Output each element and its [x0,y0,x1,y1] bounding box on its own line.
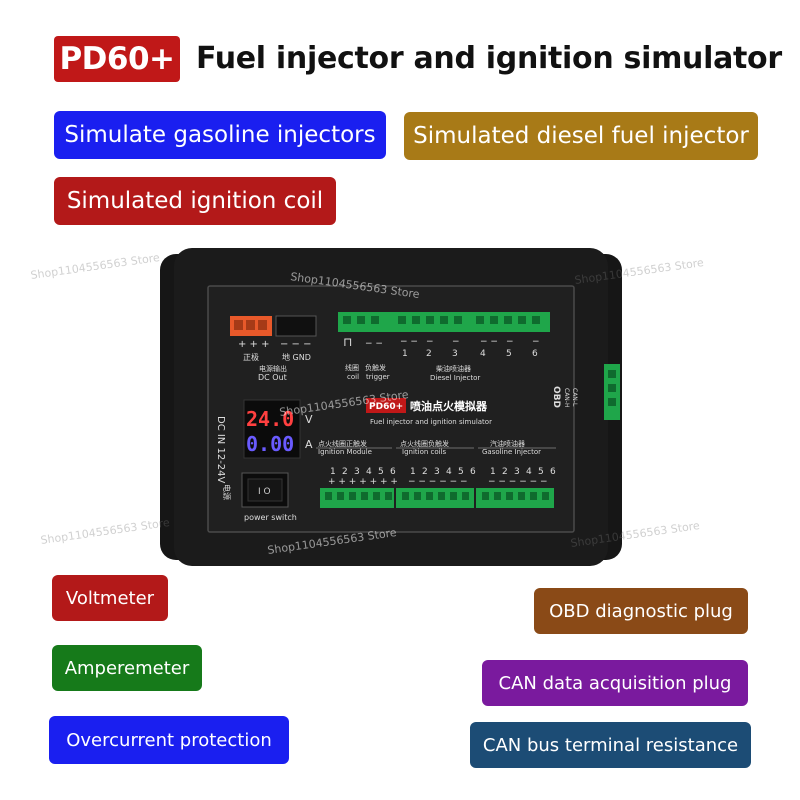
watermark-left-1: Shop1104556563 Store [29,251,161,282]
svg-text:2: 2 [342,467,348,477]
svg-text:−: − [506,337,514,347]
diesel-num-6: 6 [532,349,538,359]
svg-text:6: 6 [550,467,556,477]
diesel-cn-label: 柴油喷油器 [436,364,471,373]
svg-text:+ + + + + + +: + + + + + + + [328,477,398,487]
power-switch-label: power switch [244,513,297,522]
label-brand: PD60+ [369,402,403,412]
svg-text:⊓: ⊓ [343,335,352,349]
coil-label: coil [347,373,359,381]
dc-plus-label: 正极 [243,352,259,362]
feature-obd-plug: OBD diagnostic plug [534,588,748,634]
feature-gasoline-injectors: Simulate gasoline injectors [54,111,386,159]
gas-label: Gasoline Injector [482,448,541,456]
feature-amperemeter: Amperemeter [52,645,202,691]
svg-text:2: 2 [422,467,428,477]
svg-text:−: − [532,337,540,347]
svg-text:1: 1 [490,467,496,477]
meter-display [243,399,301,459]
svg-text:− − −: − − − [280,339,312,350]
can-l-label: CAN-L [571,388,578,407]
svg-text:1: 1 [330,467,336,477]
svg-text:3: 3 [354,467,360,477]
diesel-num-5: 5 [506,349,512,359]
svg-text:− − − − − −: − − − − − − [488,477,548,487]
diesel-num-1: 1 [402,349,408,359]
simulator-device: + + + − − − 正极 地 GND 电源输出 DC Out DC IN 1… [160,248,622,566]
voltage-unit: V [305,413,313,426]
svg-text:−: − [452,337,460,347]
feature-diesel-injector: Simulated diesel fuel injector [404,112,758,160]
feature-voltmeter: Voltmeter [52,575,168,621]
feature-can-terminal-resistance: CAN bus terminal resistance [470,722,751,768]
svg-text:− − − − − −: − − − − − − [408,477,468,487]
svg-text:3: 3 [514,467,520,477]
svg-text:− −: − − [480,337,498,347]
svg-text:4: 4 [446,467,452,477]
feature-overcurrent-protection: Overcurrent protection [49,716,289,764]
svg-text:I O: I O [258,487,271,497]
label-cn: 喷油点火模拟器 [410,399,488,413]
watermark-left-2: Shop1104556563 Store [39,516,171,547]
svg-text:4: 4 [366,467,372,477]
svg-text:− −: − − [365,339,383,349]
gas-cn-label: 汽油喷油器 [490,439,525,448]
dc-in-label: DC IN 12-24V [215,416,226,484]
power-cn-label: 电源 [222,484,232,500]
svg-text:− −: − − [400,337,418,347]
headline: Fuel injector and ignition simulator [196,41,782,76]
ign-coils-label: Ignition coils [402,448,447,456]
current-unit: A [305,438,313,451]
svg-text:−: − [426,337,434,347]
diesel-num-2: 2 [426,349,432,359]
dc-out-cn-label: 电源输出 [259,364,287,373]
ign-module-cn-label: 点火线圈正触发 [318,439,367,448]
diesel-num-4: 4 [480,349,486,359]
diesel-num-3: 3 [452,349,458,359]
feature-can-acquisition: CAN data acquisition plug [482,660,748,706]
trigger-label: trigger [366,373,390,381]
svg-text:5: 5 [458,467,464,477]
feature-ignition-coil: Simulated ignition coil [54,177,336,225]
coil-trigger-connector [338,312,394,332]
dc-out-label: DC Out [258,373,287,382]
svg-text:5: 5 [378,467,384,477]
coil-cn-label: 线圈 [345,363,359,372]
can-h-label: CAN-H [563,388,570,407]
brand-badge: PD60+ [54,36,180,82]
svg-text:5: 5 [538,467,544,477]
svg-text:2: 2 [502,467,508,477]
svg-text:4: 4 [526,467,532,477]
svg-text:+ + +: + + + [238,339,270,350]
diesel-label: Diesel Injector [430,374,480,382]
ign-module-label: Ignition Module [318,448,372,456]
label-en: Fuel injector and ignition simulator [370,418,492,426]
svg-text:3: 3 [434,467,440,477]
obd-label: OBD [551,386,561,408]
dc-out-gnd-connector [275,315,317,337]
svg-text:1: 1 [410,467,416,477]
ign-coils-cn-label: 点火线圈负触发 [400,439,449,448]
svg-text:6: 6 [390,467,396,477]
label-brand-badge [366,398,406,413]
voltage-readout: 24.0 [246,407,294,431]
svg-text:6: 6 [470,467,476,477]
trigger-cn-label: 负触发 [365,363,386,372]
current-readout: 0.00 [246,432,294,456]
dc-gnd-label: 地 GND [282,352,311,362]
